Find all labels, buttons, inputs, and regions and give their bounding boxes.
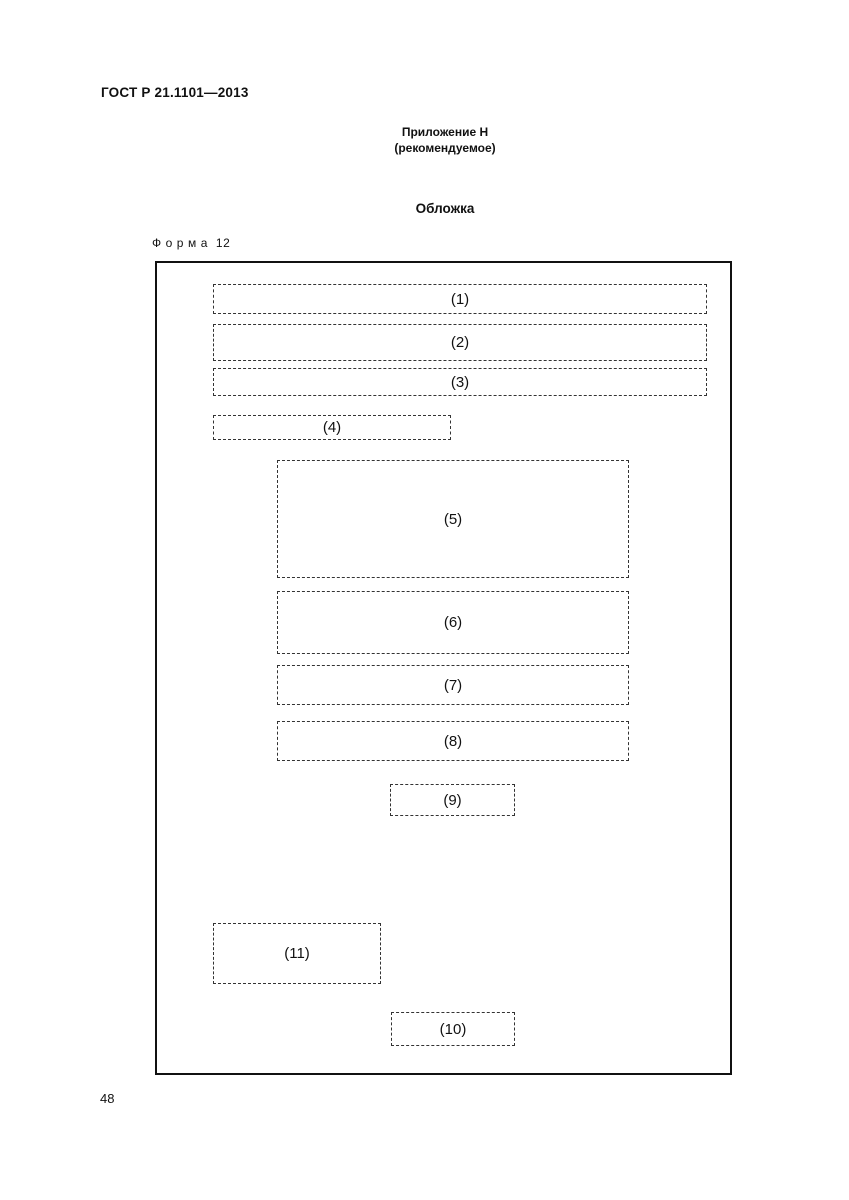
field-11-label: (11)	[284, 945, 310, 962]
field-3-label: (3)	[450, 373, 470, 391]
field-8: (8)	[277, 721, 629, 761]
field-11: (11)	[213, 923, 381, 984]
cover-frame	[155, 261, 732, 1075]
field-1: (1)	[213, 284, 707, 314]
field-3: (3)	[213, 368, 707, 396]
field-6: (6)	[277, 591, 629, 654]
cover-title: Обложка	[415, 201, 475, 216]
field-5: (5)	[277, 460, 629, 578]
page-number: 48	[100, 1091, 115, 1106]
appendix-title: Приложение Н	[401, 125, 489, 139]
field-6-label: (6)	[443, 614, 463, 631]
field-4-label: (4)	[322, 419, 342, 436]
field-2-label: (2)	[450, 334, 470, 351]
appendix-kind: (рекомендуемое)	[394, 141, 496, 155]
form-word: Форма	[152, 236, 212, 250]
field-4: (4)	[213, 415, 451, 440]
field-10: (10)	[391, 1012, 515, 1046]
field-2: (2)	[213, 324, 707, 361]
field-7-label: (7)	[443, 676, 463, 694]
field-5-label: (5)	[443, 510, 463, 528]
field-9-label: (9)	[443, 791, 462, 809]
field-9: (9)	[390, 784, 515, 816]
field-7: (7)	[277, 665, 629, 705]
standard-code: ГОСТ Р 21.1101—2013	[101, 85, 249, 100]
field-1-label: (1)	[450, 290, 470, 308]
field-10-label: (10)	[439, 1020, 467, 1038]
field-8-label: (8)	[443, 732, 463, 750]
form-number: 12	[215, 236, 231, 250]
